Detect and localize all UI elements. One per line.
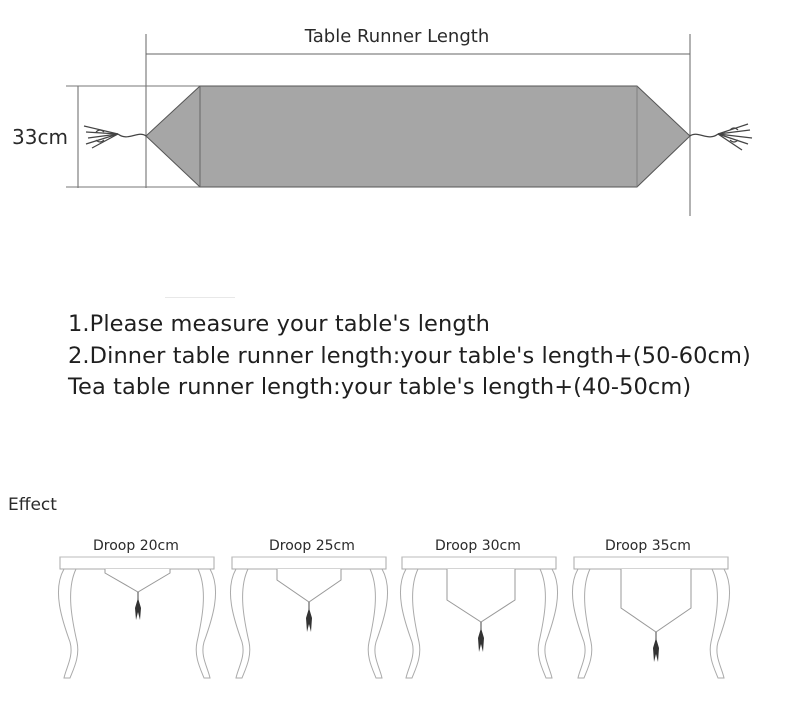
droop-label-35: Droop 35cm <box>605 538 691 554</box>
right-tassel-icon <box>689 123 753 151</box>
runner-diagram: Table Runner Length 33cm <box>12 26 753 216</box>
droop-label-30: Droop 30cm <box>435 538 521 554</box>
effect-title: Effect <box>8 495 57 515</box>
tassel-icon <box>653 638 659 662</box>
instruction-line-2: 2.Dinner table runner length:your table'… <box>68 342 751 369</box>
tassel-icon <box>478 628 484 652</box>
table-droop-25 <box>229 556 389 679</box>
length-label: Table Runner Length <box>304 26 489 47</box>
instructions: 1.Please measure your table's length 2.D… <box>68 309 788 404</box>
faint-divider <box>165 297 235 298</box>
droop-label-20: Droop 20cm <box>93 538 179 554</box>
table-droop-30 <box>399 556 559 679</box>
droop-illustrations <box>57 556 731 679</box>
table-droop-35 <box>571 556 731 679</box>
instruction-line-3: Tea table runner length:your table's len… <box>68 374 692 400</box>
tassel-icon <box>306 608 312 632</box>
runner-shape <box>145 85 691 188</box>
droop-label-25: Droop 25cm <box>269 538 355 554</box>
table-droop-20 <box>57 556 217 679</box>
tassel-icon <box>135 598 141 620</box>
instruction-line-1: 1.Please measure your table's length <box>68 311 491 337</box>
width-label: 33cm <box>12 125 68 149</box>
left-tassel-icon <box>83 125 147 149</box>
